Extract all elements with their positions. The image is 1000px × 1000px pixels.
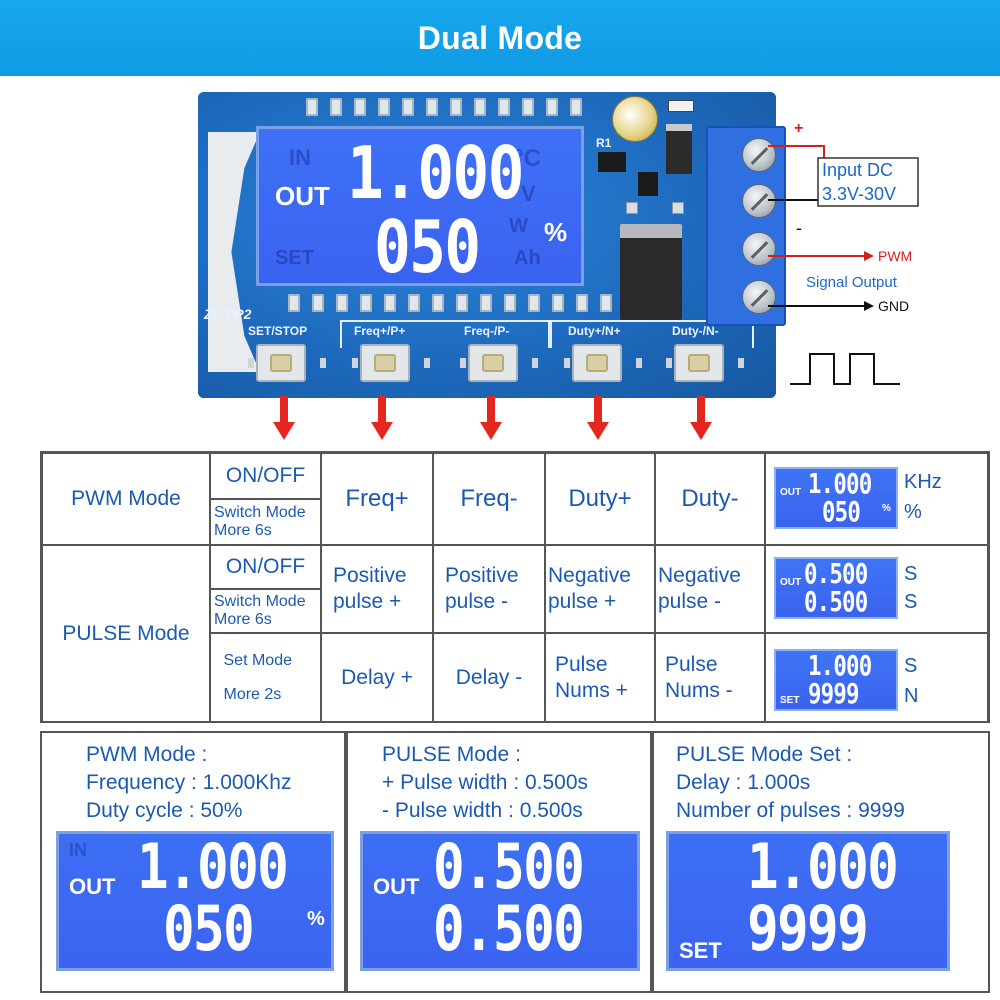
- btn-label-duty-minus: Duty-/N-: [672, 324, 719, 338]
- banner-title: Dual Mode: [417, 19, 583, 56]
- freq-minus-button[interactable]: [460, 344, 538, 382]
- btn-label-freq-minus: Freq-/P-: [464, 324, 510, 338]
- wire-minus: -: [796, 218, 802, 238]
- lcd-out-label: OUT: [275, 181, 330, 211]
- arrow-down-icon: [371, 396, 393, 442]
- function-table: PWM Mode ON/OFF Switch Mode More 6s Freq…: [40, 451, 990, 723]
- pcb-lcd-display: IN °C V W Ah SET OUT 1.000 050 %: [256, 126, 584, 286]
- freq-plus-button[interactable]: [352, 344, 430, 382]
- mosfet: [620, 224, 682, 320]
- diode: [666, 124, 692, 174]
- set-stop-button[interactable]: [248, 344, 326, 382]
- mode-cell-pulse: PULSE Mode: [42, 545, 210, 723]
- header-banner: Dual Mode: [0, 0, 1000, 76]
- arrow-down-icon: [273, 396, 295, 442]
- top-pin-header: [306, 98, 582, 116]
- pwm-label: PWM: [878, 248, 913, 264]
- panel-pulse-set: PULSE Mode Set : Delay : 1.000s Number o…: [652, 731, 990, 993]
- panel-pwm-mode: PWM Mode : Frequency : 1.000Khz Duty cyc…: [40, 731, 346, 993]
- wire-plus: +: [794, 120, 804, 137]
- duty-plus-button[interactable]: [564, 344, 642, 382]
- btn-label-duty-plus: Duty+/N+: [568, 324, 621, 338]
- square-wave-icon: [790, 353, 900, 385]
- btn-label-freq-plus: Freq+/P+: [354, 324, 406, 338]
- mini-lcd-set: 1.000 SET 9999: [774, 649, 898, 711]
- gnd-label: GND: [878, 298, 910, 314]
- wiring-diagram: [768, 145, 919, 311]
- mode-cell-pwm: PWM Mode: [42, 453, 210, 545]
- bottom-pin-header: [288, 294, 612, 312]
- input-voltage-label: 3.3V-30V: [822, 184, 897, 204]
- terminal-block: [706, 126, 786, 326]
- duty-minus-button[interactable]: [666, 344, 744, 382]
- lcd-line2: 050: [374, 205, 481, 286]
- panel-lcd-pwm: IN OUT 1.000 050 %: [56, 831, 334, 971]
- panel-pulse-mode: PULSE Mode : + Pulse width : 0.500s - Pu…: [346, 731, 652, 993]
- mini-lcd-pulse: OUT 0.500 0.500: [774, 557, 898, 619]
- panel-lcd-set: 1.000 SET 9999: [666, 831, 950, 971]
- lcd-percent: %: [544, 217, 568, 247]
- capacitor: [612, 96, 658, 142]
- btn-label-set-stop: SET/STOP: [248, 324, 308, 338]
- mini-lcd-pwm: OUT 1.000 050 %: [774, 467, 898, 529]
- panel-lcd-pulse: OUT 0.500 0.500: [360, 831, 640, 971]
- arrow-down-icon: [690, 396, 712, 442]
- arrow-down-icon: [587, 396, 609, 442]
- pcb-model-silk: Zk-PP2: [204, 306, 252, 322]
- arrow-down-icon: [480, 396, 502, 442]
- lcd-line1: 1.000: [347, 131, 524, 215]
- input-dc-label: Input DC: [822, 160, 894, 180]
- signal-output-label: Signal Output: [806, 274, 897, 291]
